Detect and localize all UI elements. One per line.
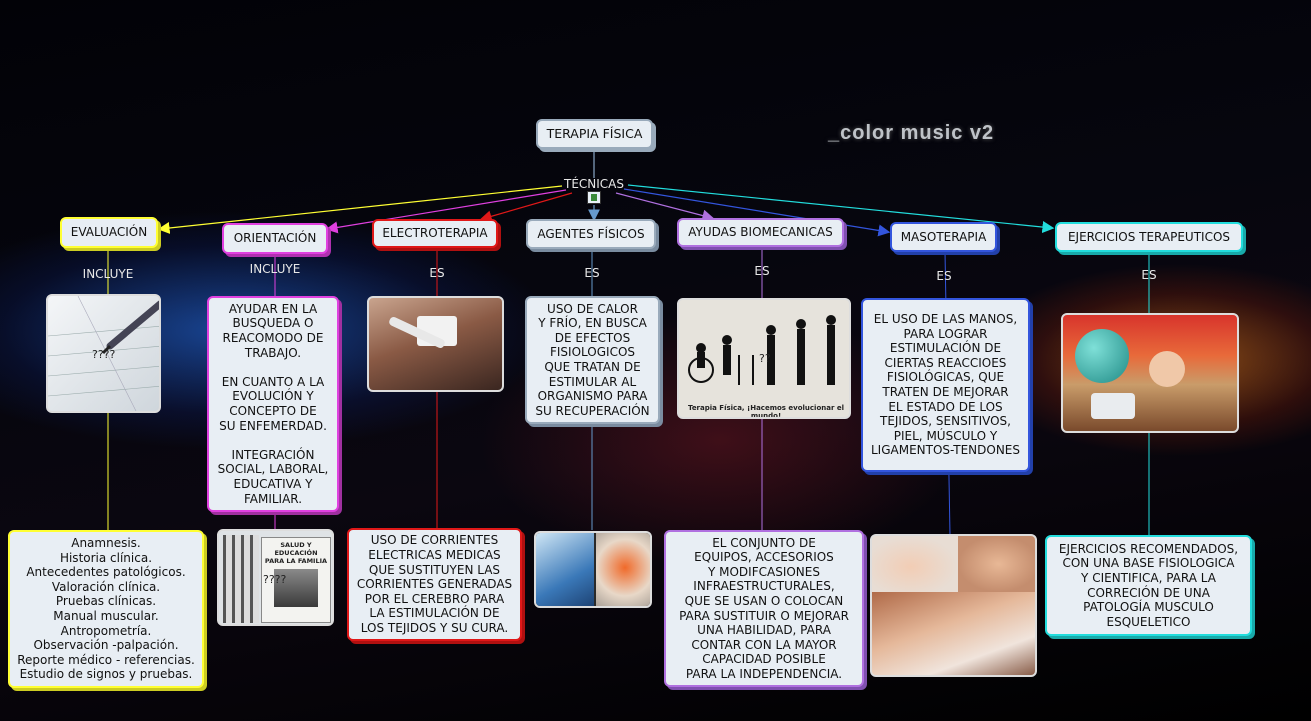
description-ayudas-biomecanicas-text: EL CONJUNTO DE EQUIPOS, ACCESORIOS Y MOD…	[679, 535, 849, 681]
description-masoterapia[interactable]: EL USO DE LAS MANOS, PARA LOGRAR ESTIMUL…	[861, 298, 1030, 472]
book-cover-title: SALUD Y EDUCACIÓN PARA LA FAMILIA	[264, 541, 328, 565]
massage-baby	[872, 536, 958, 592]
description-evaluacion-text: Anamnesis. Historia clínica. Antecedente…	[17, 536, 195, 682]
book-spines	[223, 535, 259, 623]
node-evaluacion-label: EVALUACIÓN	[70, 225, 148, 240]
film-icon	[587, 191, 601, 204]
biomecanicas-photo-caption: Terapia Física, ¡Hacemos evolucionar el …	[687, 404, 845, 419]
node-ayudas-biomecanicas-label: AYUDAS BIOMECANICAS	[688, 225, 833, 240]
description-agentes-fisicos[interactable]: USO DE CALOR Y FRÍO, EN BUSCA DE EFECTOS…	[525, 296, 660, 424]
node-agentes-fisicos[interactable]: AGENTES FÍSICOS	[526, 219, 656, 249]
child-figure	[1149, 351, 1185, 387]
node-ejercicios-terapeuticos[interactable]: EJERCICIOS TERAPEUTICOS	[1055, 222, 1243, 252]
description-masoterapia-text: EL USO DE LAS MANOS, PARA LOGRAR ESTIMUL…	[870, 312, 1020, 458]
evaluacion-photo-pen: ????	[46, 294, 161, 413]
description-electroterapia-text: USO DE CORRIENTES ELECTRICAS MEDICAS QUE…	[356, 533, 513, 635]
node-orientacion-label: ORIENTACIÓN	[233, 231, 317, 246]
masoterapia-photo	[870, 534, 1037, 677]
node-masoterapia-label: MASOTERAPIA	[900, 229, 987, 244]
massage-back	[958, 536, 1035, 592]
massage-woman	[872, 592, 1035, 675]
exercise-ball	[1075, 329, 1129, 383]
cold-pack	[536, 533, 594, 606]
node-orientacion[interactable]: ORIENTACIÓN	[222, 223, 328, 254]
root-node-label: TERAPIA FÍSICA	[546, 125, 643, 141]
ejercicios-photo-child	[1061, 313, 1239, 433]
description-ejercicios-text: EJERCICIOS RECOMENDADOS, CON UNA BASE FI…	[1058, 541, 1239, 629]
description-evaluacion[interactable]: Anamnesis. Historia clínica. Antecedente…	[8, 530, 204, 688]
node-ayudas-biomecanicas[interactable]: AYUDAS BIOMECANICAS	[677, 218, 844, 247]
watermark-logo: _color music v2	[828, 122, 995, 144]
link-label-ayudas-biomecanicas: ES	[754, 264, 770, 278]
node-electroterapia[interactable]: ELECTROTERAPIA	[372, 219, 498, 248]
node-ejercicios-terapeuticos-label: EJERCICIOS TERAPEUTICOS	[1067, 229, 1231, 244]
link-label-evaluacion: INCLUYE	[82, 267, 134, 281]
hot-wax	[596, 533, 650, 606]
description-orientacion[interactable]: AYUDAR EN LA BUSQUEDA O REACOMODO DE TRA…	[207, 296, 339, 512]
link-label-agentes-fisicos: ES	[584, 266, 600, 280]
link-label-masoterapia: ES	[936, 269, 952, 283]
connector-label-tecnicas: TÉCNICAS	[563, 177, 625, 191]
description-electroterapia[interactable]: USO DE CORRIENTES ELECTRICAS MEDICAS QUE…	[347, 528, 522, 641]
node-electroterapia-label: ELECTROTERAPIA	[382, 226, 488, 241]
pen-illustration	[48, 296, 159, 411]
description-agentes-fisicos-text: USO DE CALOR Y FRÍO, EN BUSCA DE EFECTOS…	[535, 301, 650, 418]
evolution-silhouettes	[688, 315, 836, 385]
node-masoterapia[interactable]: MASOTERAPIA	[890, 222, 997, 252]
book-cover-image	[274, 569, 318, 607]
agentes-fisicos-photo	[534, 531, 652, 608]
evaluacion-photo-mark: ????	[92, 348, 116, 361]
root-node-terapia-fisica[interactable]: TERAPIA FÍSICA	[536, 119, 653, 149]
node-evaluacion[interactable]: EVALUACIÓN	[60, 217, 158, 248]
description-orientacion-text: AYUDAR EN LA BUSQUEDA O REACOMODO DE TRA…	[217, 301, 329, 506]
biomecanicas-photo-evolution: ?? Terapia Física, ¡Hacemos evolucionar …	[677, 298, 851, 419]
node-agentes-fisicos-label: AGENTES FÍSICOS	[537, 226, 645, 241]
description-ayudas-biomecanicas[interactable]: EL CONJUNTO DE EQUIPOS, ACCESORIOS Y MOD…	[664, 530, 864, 687]
toy	[1091, 393, 1135, 419]
orientacion-photo-mark: ????	[263, 573, 287, 586]
electroterapia-photo	[367, 296, 504, 392]
biomecanicas-photo-mark: ??	[759, 352, 771, 365]
link-label-electroterapia: ES	[429, 266, 445, 280]
book-cover: SALUD Y EDUCACIÓN PARA LA FAMILIA	[261, 537, 331, 623]
orientacion-photo-book: SALUD Y EDUCACIÓN PARA LA FAMILIA ????	[217, 529, 334, 626]
description-ejercicios[interactable]: EJERCICIOS RECOMENDADOS, CON UNA BASE FI…	[1045, 535, 1252, 636]
link-label-ejercicios: ES	[1141, 268, 1157, 282]
link-label-orientacion: INCLUYE	[249, 262, 301, 276]
